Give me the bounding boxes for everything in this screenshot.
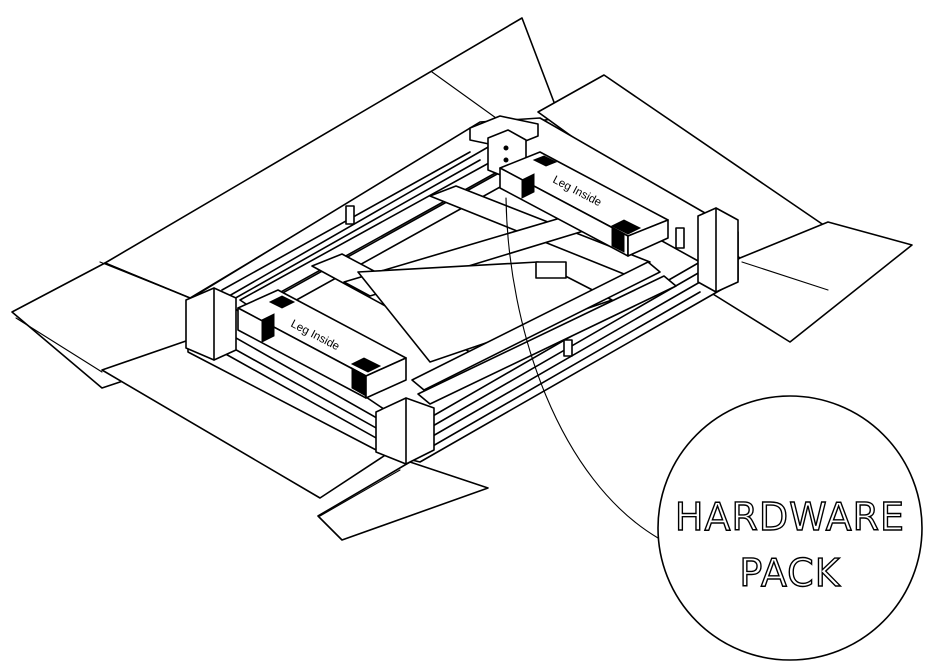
carton-flaps — [11, 17, 913, 541]
frame-rail-4 — [417, 275, 677, 405]
strap — [521, 173, 535, 199]
callout-leader-line — [505, 197, 659, 539]
flap-bottom — [317, 461, 489, 541]
post — [675, 227, 685, 249]
post — [345, 205, 355, 225]
leg-box-bottom: Leg Inside — [237, 289, 407, 399]
callout-line-1: HARDWARE — [675, 495, 905, 539]
leg-box-end-face — [627, 219, 669, 257]
strap — [611, 227, 625, 253]
small-block — [535, 261, 567, 279]
strap — [351, 367, 367, 397]
strap — [261, 313, 275, 343]
strap — [610, 219, 642, 235]
fold-line — [741, 261, 829, 291]
hardware-pack-callout: HARDWARE PACK — [505, 197, 923, 661]
strap — [532, 155, 558, 167]
fold-line — [319, 469, 401, 517]
callout-circle — [657, 395, 923, 661]
frame-members — [239, 157, 677, 405]
strap — [268, 295, 296, 309]
post — [563, 339, 573, 357]
fold-line — [99, 261, 191, 299]
corner-block-bottom — [375, 397, 435, 465]
center-board — [357, 261, 613, 363]
leg-box-top: Leg Inside — [499, 151, 669, 257]
rail — [231, 159, 481, 301]
bracket-hole — [503, 145, 509, 151]
fold-line — [431, 71, 497, 119]
strap — [350, 357, 382, 373]
frame-rail-3 — [411, 261, 661, 391]
callout-line-2: PACK — [739, 551, 840, 595]
fold-line — [15, 317, 103, 373]
corner-block-left — [185, 287, 237, 361]
corner-block-right — [697, 207, 739, 293]
bracket-hole — [503, 157, 509, 163]
